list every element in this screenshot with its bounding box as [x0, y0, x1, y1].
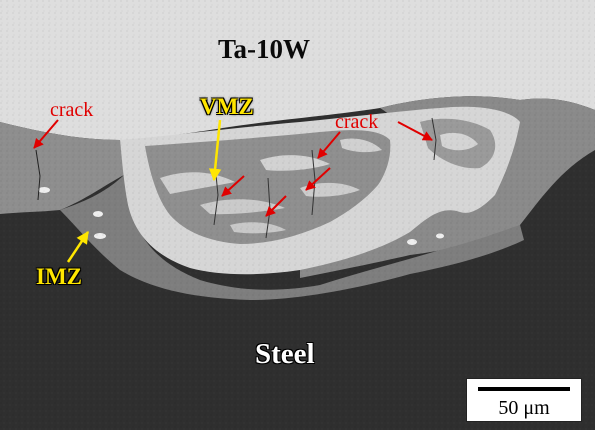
label-imz: IMZ: [36, 264, 82, 289]
label-steel: Steel: [255, 338, 315, 370]
crack-arrow: [265, 195, 287, 217]
crack-arrow: [305, 167, 331, 191]
scale-bar-line: [478, 387, 570, 391]
label-crack-right: crack: [335, 111, 379, 133]
crack-arrow: [317, 131, 341, 159]
label-ta10w: Ta-10W: [218, 34, 311, 64]
vmz-arrow: [208, 119, 222, 182]
label-vmz: VMZ: [200, 94, 254, 119]
scale-bar-label: 50 μm: [498, 397, 550, 419]
crack-arrow: [33, 119, 59, 149]
label-crack-left: crack: [50, 99, 94, 121]
imz-arrow: [66, 230, 90, 263]
scale-bar: 50 μm: [466, 378, 582, 422]
crack-arrow: [221, 175, 245, 197]
crack-arrow: [397, 121, 433, 141]
